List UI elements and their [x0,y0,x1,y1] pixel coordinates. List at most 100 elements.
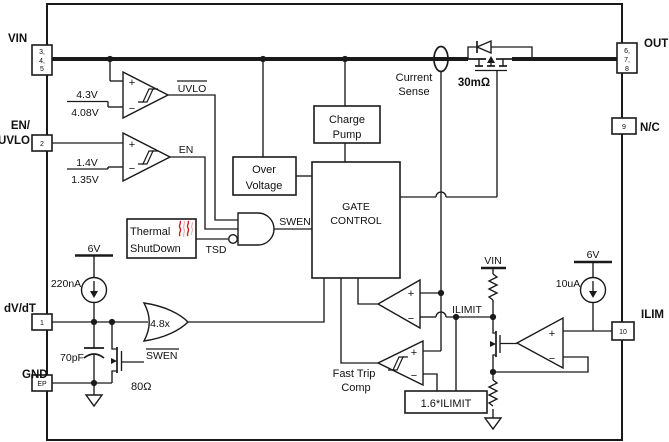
ilim-amp [515,316,564,370]
resistor-label: 80Ω [131,381,151,393]
hysteresis-icon [138,88,154,103]
gate-drive-wire [400,70,498,198]
current-limit-amp [376,278,421,330]
heat-icon [178,220,194,238]
pin-num: 8 [625,66,629,73]
pin-label-out: OUT [644,38,668,50]
left-current-source [75,254,113,304]
pin-box-vin [31,44,53,76]
pin-num: 5 [40,66,44,73]
hysteresis-icon [142,150,158,165]
hysteresis-icon [142,88,158,103]
pin-num: 9 [622,124,626,131]
pin-label-en-1: EN/ [11,120,31,132]
hysteresis-icon [388,356,404,371]
fast-trip-label-1: Fast Trip [333,368,376,380]
current-source-right-label: 10uA [556,278,581,290]
fet-body-arrow [487,56,495,63]
en-comparator [122,131,172,183]
current-sense-probe [433,45,449,73]
over-voltage-label-1: Over [252,164,276,176]
pin-label-dvdt: dV/dT [4,303,36,315]
pin-box-ilim [611,321,635,341]
pin-box-out [616,42,638,74]
fet-body-arrow [490,341,496,347]
thermal-shutdown-label-2: ShutDown [130,243,181,255]
body-diode [467,39,533,59]
uvlo-signal-label: UVLO [178,83,207,95]
swen-bar-signal-label: SWEN [146,350,178,362]
pin-box-gnd [31,374,53,392]
fast-trip-comparator [376,339,424,387]
inverter-bubble-icon [227,233,238,244]
discharge-fet [111,322,144,383]
current-sense-label-1: Current [396,72,433,84]
pin-label-ilim: ILIM [641,309,664,321]
gnd-rail-wires [51,382,112,408]
en-vth-rise: 1.4V [76,157,98,169]
pin-box-dvdt [31,313,53,331]
resistor-icon [487,379,499,407]
junction-dots [90,55,497,387]
charge-pump-label-1: Charge [329,114,365,126]
swen-and-gate [227,212,275,246]
gate-control-label-1: GATE [342,201,370,213]
uvlo-comparator-wires [67,59,238,221]
uvlo-vth-fall: 4.08V [71,107,98,119]
comparator-output-wires [340,278,438,391]
uvlo-vth-rise: 4.3V [76,89,98,101]
thermal-shutdown-label-1: Thermal [130,226,170,238]
ilimit-ref-block [404,390,488,414]
ilim-pin-wires [563,260,612,332]
cap-70pf [83,322,105,383]
minus-sign: − [129,163,135,175]
en-comparator-wires [52,142,238,230]
en-vth-fall: 1.35V [71,174,98,186]
pin-label-en-2: UVLO [0,135,30,147]
resistor-icon [487,273,499,301]
pin-label-vin: VIN [8,33,27,45]
device-outline [46,3,623,441]
ground-symbol [84,394,104,408]
pin-box-en [31,134,53,152]
plus-sign: + [408,288,414,300]
rail-6v-right-label: 6V [587,249,600,261]
plus-sign: + [129,139,135,151]
pin-num: 6, [624,48,630,55]
tsd-signal-label: TSD [206,244,227,256]
power-fet [468,56,512,72]
charge-pump-block [313,105,381,144]
en-signal-label: EN [179,144,194,156]
hysteresis-icon [392,356,408,371]
over-voltage-wires [262,59,312,177]
pin-num: EP [37,381,47,388]
down-arrow-icon [589,291,597,298]
diode-icon [475,39,492,55]
over-voltage-block [232,156,297,196]
swen-signal-label: SWEN [279,216,311,228]
ilimit-label: ILIMIT [452,304,482,316]
uvlo-comparator [122,70,170,120]
cap-label: 70pF [60,352,84,364]
ilimit-set-network [481,266,589,431]
current-sense-wire [420,71,442,352]
minus-sign: − [408,313,414,325]
current-sense-label-2: Sense [398,86,429,98]
over-voltage-label-2: Voltage [246,180,283,192]
minus-sign: − [129,103,135,115]
gain-block [142,302,189,342]
pin-num: 7, [624,57,630,64]
plus-sign: + [549,328,555,340]
fet-ron-label: 30mΩ [458,77,490,89]
pin-num: 10 [619,329,627,336]
vin-rail-label: VIN [484,255,502,267]
charge-pump-label-2: Pump [333,129,362,141]
gate-control-block [311,161,401,279]
gate-control-label-2: CONTROL [330,215,381,227]
fast-trip-label-2: Comp [341,382,370,394]
pin-num: 1 [40,320,44,327]
minus-sign: − [411,370,417,382]
gain-label: 4.8x [150,318,171,330]
